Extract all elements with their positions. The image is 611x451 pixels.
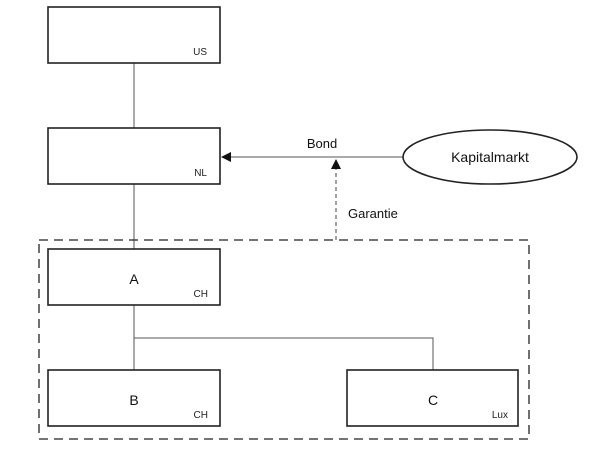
entity-c-country: Lux: [492, 410, 508, 421]
entity-c-name: C: [428, 392, 438, 408]
entity-us-box: [47, 6, 221, 64]
garantie-label: Garantie: [348, 206, 398, 221]
entity-us-country: US: [193, 47, 207, 58]
kapitalmarkt-node: Kapitalmarkt: [402, 129, 578, 185]
entity-a-box: [47, 248, 221, 306]
entity-nl-country: NL: [194, 168, 207, 179]
kapitalmarkt-ellipse: [402, 129, 578, 185]
entity-b-box: [47, 369, 221, 427]
group-boundary: [38, 239, 530, 440]
entity-b: B CH: [47, 369, 221, 427]
entity-a: A CH: [47, 248, 221, 306]
bond-label: Bond: [307, 136, 337, 151]
entity-nl: NL: [47, 127, 221, 185]
entity-us: US: [47, 6, 221, 64]
entity-c: C Lux: [346, 369, 519, 427]
connector-a-c: [134, 337, 434, 370]
entity-b-country: CH: [194, 410, 208, 421]
entity-c-box: [346, 369, 519, 427]
entity-nl-box: [47, 127, 221, 185]
entity-a-name: A: [129, 271, 139, 287]
entity-b-name: B: [129, 392, 138, 408]
kapitalmarkt-label: Kapitalmarkt: [451, 149, 529, 165]
entity-a-country: CH: [194, 289, 208, 300]
